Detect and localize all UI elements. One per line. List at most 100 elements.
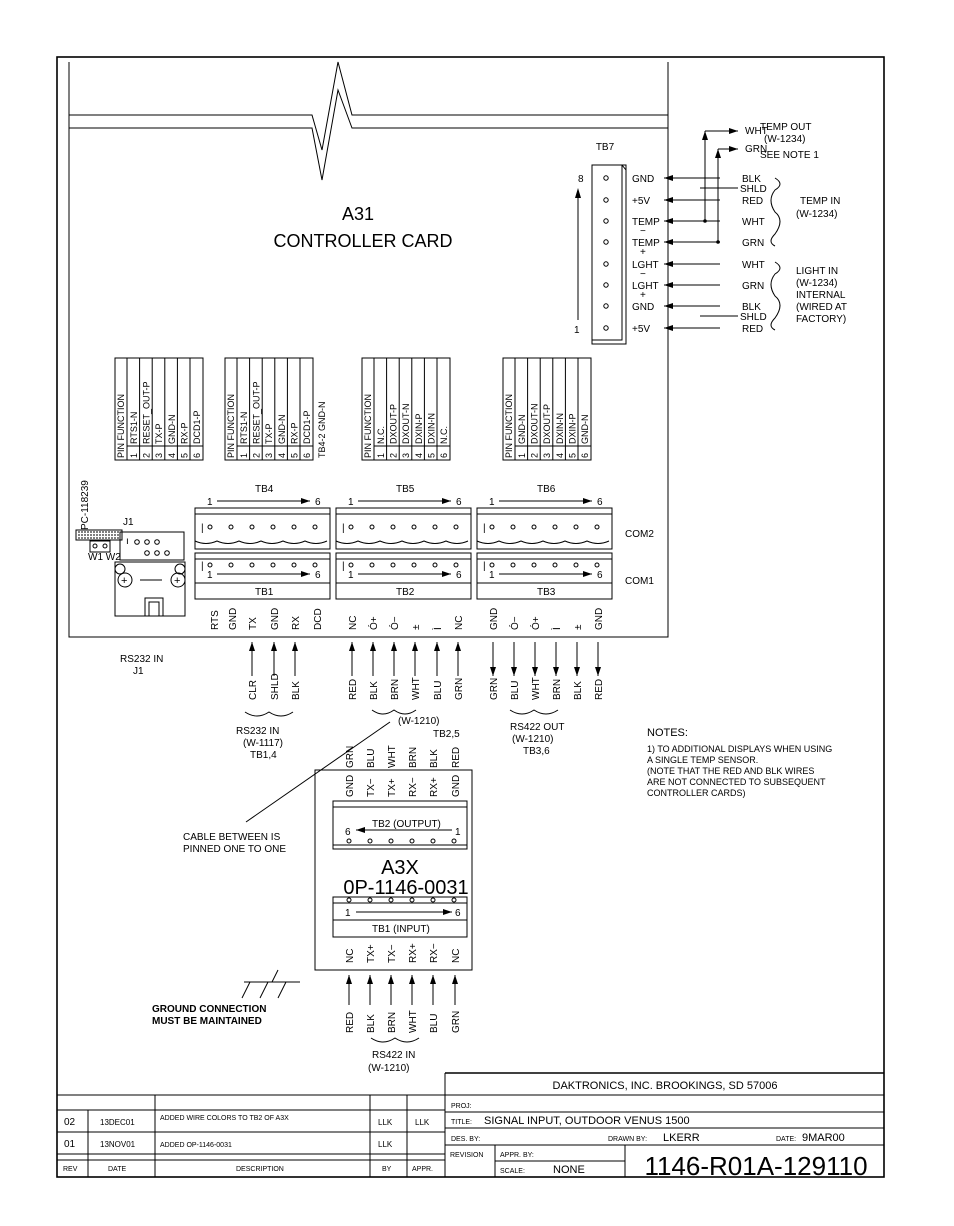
pin-socket	[411, 524, 417, 530]
table-header: PIN FUNCTION	[504, 394, 514, 458]
wire-color: BLU	[429, 1014, 440, 1033]
pin-end: 6	[315, 497, 321, 508]
pin-label: Ì	[550, 627, 563, 630]
rev-number: 02	[64, 1117, 76, 1128]
tb7-pin	[603, 239, 609, 245]
svg-text:+: +	[174, 575, 180, 587]
pin-start: 1	[345, 908, 351, 919]
tb2-cable-label: (W-1210)	[398, 716, 440, 727]
wire-color: GRN	[742, 281, 764, 292]
tb3-wire	[532, 642, 538, 676]
pin-function: DXIN-N	[426, 413, 436, 444]
tb7-pin	[603, 325, 609, 331]
wire-color: GRN	[745, 144, 767, 155]
pin-label: GND	[489, 608, 500, 630]
pin-direction	[499, 498, 592, 504]
tb7-function: TEMP	[632, 217, 660, 228]
tb3-wire	[574, 642, 580, 676]
wire-color: RED	[345, 1012, 356, 1033]
pin-socket	[432, 562, 438, 568]
tb2-wire	[455, 642, 461, 676]
rev-header: APPR.	[412, 1166, 433, 1173]
pin-end: 6	[455, 908, 461, 919]
pin-label: NC	[348, 616, 359, 630]
terminal-label: TB5	[396, 484, 415, 495]
a3x-pin-label: GND	[451, 775, 462, 797]
pin-socket	[390, 562, 396, 568]
rev-header: DATE	[108, 1166, 126, 1173]
wire-color: WHT	[531, 677, 542, 700]
pin-socket	[270, 524, 276, 530]
tb3-wire	[595, 642, 601, 676]
pin-number: 2	[530, 453, 540, 458]
pin-socket	[594, 524, 600, 530]
pin-start: 1	[348, 570, 354, 581]
revision-label: REVISION	[450, 1152, 483, 1159]
pin-label: ±	[573, 624, 584, 630]
wire-color: CLR	[248, 680, 259, 700]
rs232-j1-label: J1	[133, 666, 144, 677]
scale: NONE	[553, 1164, 585, 1176]
pin-function: DXOUT-N	[401, 404, 411, 445]
pin-socket	[489, 562, 495, 568]
wire-color: WHT	[742, 260, 765, 271]
pin-socket	[249, 562, 255, 568]
a3x-pin-label: TX−	[387, 944, 398, 963]
rev-by: LLK	[378, 1118, 393, 1127]
pin-number: 4	[167, 453, 177, 458]
wire-color: BLU	[433, 681, 444, 700]
pin-function: N.C.	[376, 426, 386, 444]
tb7-function: LGHT	[632, 281, 659, 292]
proj-label: PROJ:	[451, 1103, 472, 1110]
wire-color: BLK	[742, 174, 761, 185]
wire-color: BRN	[390, 679, 401, 700]
tb7-pin	[603, 218, 609, 224]
light-in-label: LIGHT IN	[796, 266, 838, 277]
pin-function: GND-N	[517, 415, 527, 445]
j1-label: J1	[123, 517, 134, 528]
drawn-by: LKERR	[663, 1132, 700, 1144]
wire-arrow	[664, 197, 720, 203]
com2-label: COM2	[625, 529, 654, 540]
rev-header: BY	[382, 1166, 392, 1173]
table-header: PIN FUNCTION	[363, 394, 373, 458]
wire-arrow	[664, 303, 720, 309]
wire-color: BLK	[429, 749, 440, 768]
tb7-pin	[603, 303, 609, 309]
terminal-label: TB6	[537, 484, 556, 495]
temp-out-label: TEMP OUT	[760, 122, 811, 133]
tb7-pin-top: 8	[578, 174, 584, 185]
pin-socket	[270, 562, 276, 568]
svg-text:|: |	[483, 561, 486, 572]
pin-socket	[312, 562, 318, 568]
svg-text:|: |	[342, 523, 345, 534]
pin-direction	[499, 571, 592, 577]
pin-number: 3	[401, 453, 411, 458]
table-header: PIN FUNCTION	[116, 394, 126, 458]
light-in-label: (W-1234)	[796, 278, 838, 289]
temp-in-label: TEMP IN	[800, 196, 840, 207]
tb7-polarity: −	[640, 269, 646, 280]
light-in-label: FACTORY)	[796, 314, 846, 325]
wire-arrow	[664, 218, 720, 224]
rs422-out-label: (W-1210)	[512, 734, 554, 745]
tb7-function: GND	[632, 174, 654, 185]
pin-function: DXOUT-P	[389, 404, 399, 444]
temp-out-cable: (W-1234)	[764, 134, 806, 145]
rev-header: REV	[63, 1166, 78, 1173]
wire-color: GRN	[345, 746, 356, 768]
pin-function: DXOUT-P	[542, 404, 552, 444]
table-note: TB4-2 GND-N	[317, 401, 327, 458]
rs422-in-wire	[452, 975, 458, 1005]
rs422-out-label: RS422 OUT	[510, 722, 564, 733]
pin-function: N.C.	[439, 426, 449, 444]
w1w2-label: W1 W2	[88, 552, 121, 563]
pin-function: RTS1-N	[129, 412, 139, 444]
